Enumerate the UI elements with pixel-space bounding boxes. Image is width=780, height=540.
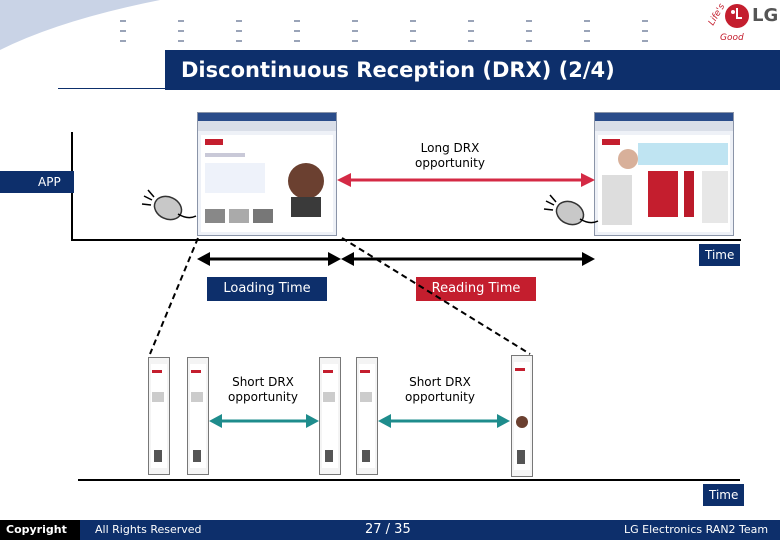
short-drx-label-left: Short DRX opportunity xyxy=(228,375,298,404)
app-label: APP xyxy=(0,171,74,193)
copyright-block xyxy=(0,520,80,540)
header-dash xyxy=(468,20,474,50)
svg-text:Life's: Life's xyxy=(707,2,728,28)
page-title: Discontinuous Reception (DRX) (2/4) xyxy=(165,50,780,90)
reading-time-label: Reading Time xyxy=(416,277,536,301)
loading-time-label: Loading Time xyxy=(207,277,327,301)
time-label-bottom: Time xyxy=(703,484,745,506)
phone-screenshot-5 xyxy=(511,355,533,477)
short-drx-arrow-left xyxy=(209,414,319,428)
phone-screenshot-2 xyxy=(187,357,209,475)
header-wave xyxy=(0,0,160,50)
phone-screenshot-4 xyxy=(356,357,378,475)
mouse-click-icon xyxy=(141,189,197,221)
rights-text: All Rights Reserved xyxy=(95,523,202,536)
header-dash-pattern xyxy=(120,20,680,50)
short-drx-arrow-right xyxy=(378,414,510,428)
header-dash xyxy=(584,20,590,50)
browser-screenshot-left xyxy=(197,112,337,236)
svg-text:Good: Good xyxy=(720,33,744,43)
bottom-x-axis xyxy=(78,479,740,481)
header-dash xyxy=(120,20,126,50)
header-dash xyxy=(410,20,416,50)
long-drx-label: Long DRX opportunity xyxy=(415,141,485,170)
phone-screenshot-1 xyxy=(148,357,170,475)
reading-time-arrow xyxy=(341,252,595,266)
lg-logo-icon: Life's Good xyxy=(700,2,780,46)
copyright-text: Copyright xyxy=(6,523,67,536)
title-underline xyxy=(58,88,165,89)
mouse-click-icon xyxy=(543,194,599,226)
top-x-axis xyxy=(71,239,741,241)
header-dash xyxy=(352,20,358,50)
header-dash xyxy=(642,20,648,50)
page-number: 27 / 35 xyxy=(365,522,411,537)
browser-screenshot-right xyxy=(594,112,734,236)
phone-screenshot-3 xyxy=(319,357,341,475)
short-drx-label-right: Short DRX opportunity xyxy=(405,375,475,404)
footer-bar: Copyright All Rights Reserved 27 / 35 LG… xyxy=(0,520,780,540)
team-name: LG Electronics RAN2 Team xyxy=(624,523,769,536)
logo-brand: LG xyxy=(752,5,779,26)
header-dash xyxy=(178,20,184,50)
loading-time-arrow xyxy=(197,252,341,266)
header-dash xyxy=(236,20,242,50)
header-dash xyxy=(526,20,532,50)
zoom-guide-lines xyxy=(149,237,531,355)
long-drx-arrow xyxy=(337,173,595,187)
header-dash xyxy=(294,20,300,50)
time-label-top: Time xyxy=(699,244,741,266)
